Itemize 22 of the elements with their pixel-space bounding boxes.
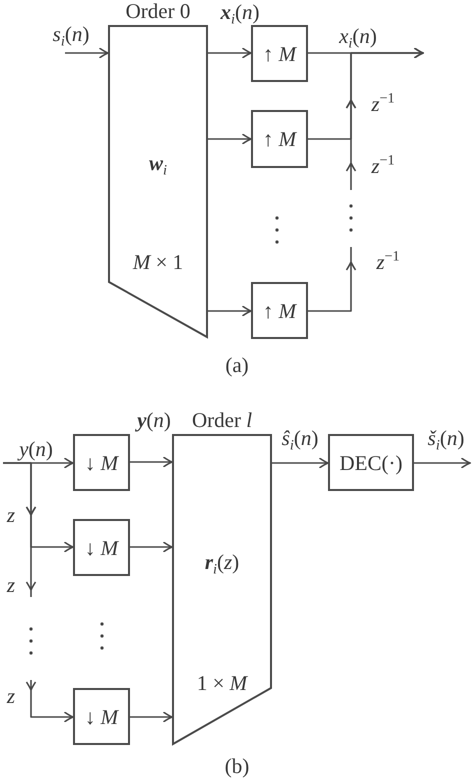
- arrow: [307, 48, 424, 312]
- downsampler-block: [73, 434, 130, 491]
- upsampler-block: [251, 25, 308, 82]
- size-label: M × 1: [132, 250, 184, 274]
- downsampler-block: [73, 519, 130, 576]
- decoder-block: [328, 434, 414, 491]
- arrow: [2, 462, 74, 722]
- upsampler-block: [251, 110, 308, 168]
- block-label: ↓ M: [84, 450, 118, 474]
- block-label: DEC(·): [340, 450, 402, 474]
- order-label: Order l: [192, 408, 252, 432]
- filter-label: r$_{i}$(z): [204, 550, 240, 574]
- block-label: ↑ M: [262, 127, 296, 151]
- block-label: ↓ M: [84, 536, 118, 560]
- filter-label: w$_{i}$: [149, 151, 167, 175]
- order-label: Order 0: [126, 0, 190, 23]
- size-label: 1 × M: [196, 671, 248, 695]
- block-label: ↑ M: [262, 42, 296, 66]
- block-label: ↓ M: [84, 704, 118, 728]
- block-label: ↑ M: [262, 298, 296, 322]
- downsampler-block: [73, 688, 130, 745]
- upsampler-block: [251, 282, 308, 339]
